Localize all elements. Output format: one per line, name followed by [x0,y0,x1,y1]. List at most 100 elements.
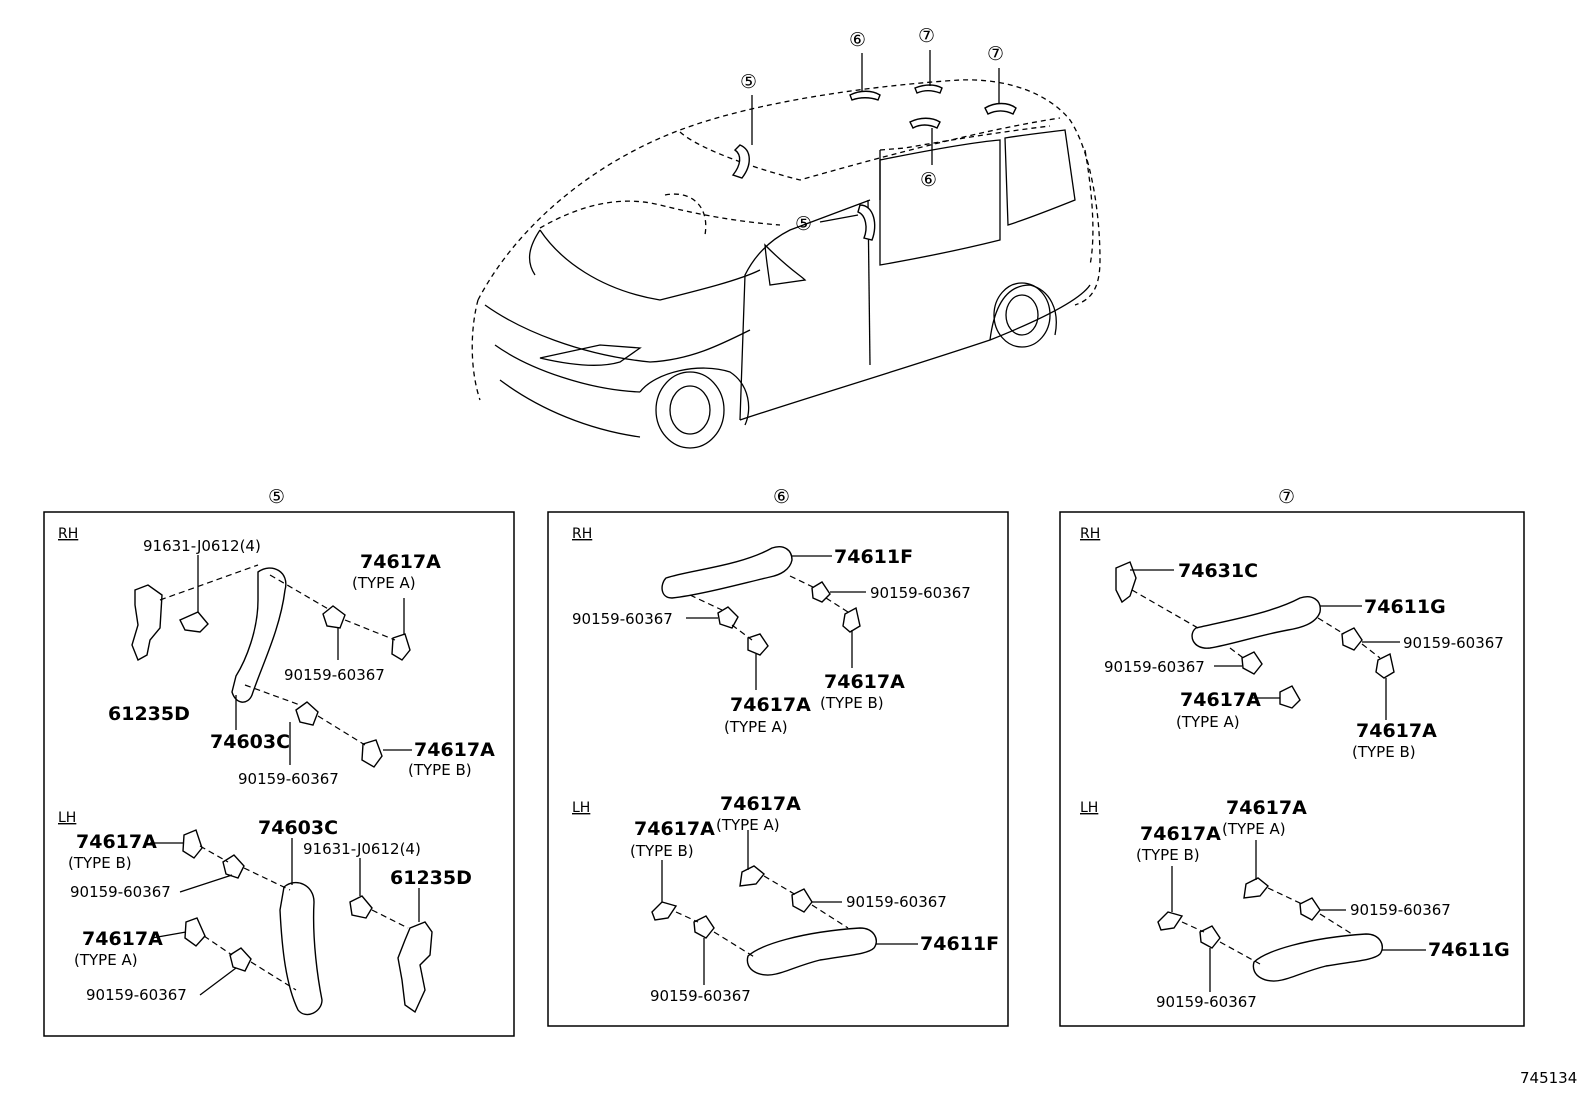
screw-7lh-right [1299,897,1321,921]
screw-6rh-left [717,606,739,629]
label-type-b-7rh: (TYPE B) [1352,743,1416,761]
grip-74611g-lh [1252,933,1384,982]
panel-5-title: ⑤ [268,486,285,508]
screw-7rh-right [1341,627,1363,651]
panel-5-lh-label: LH [58,810,76,826]
grip-74611g-rh [1191,596,1321,649]
label-74617a-rh-a: 74617A [360,551,441,573]
label-type-b-rh: (TYPE B) [408,761,472,779]
label-90159-6rh-left: 90159-60367 [572,610,673,628]
screw-lh-lower [229,947,252,972]
label-74617a-6lh-b: 74617A [634,818,715,840]
panel-7-rh-label: RH [1080,526,1100,542]
figure-number: 745134 [1520,1069,1577,1087]
panel-7-title: ⑦ [1278,486,1295,508]
label-74611f-lh: 74611F [920,933,999,955]
label-type-b-7lh: (TYPE B) [1136,846,1200,864]
screw-6lh-right [791,888,813,913]
panel-7-lh-label: LH [1080,800,1098,816]
callout-7-rear: ⑦ [987,43,1004,65]
label-type-a-6lh: (TYPE A) [716,816,780,834]
label-74603c-lh: 74603C [258,817,338,839]
cover-a-7rh [1279,685,1301,709]
cover-b-lh [182,829,203,859]
hook-74631c [1115,561,1137,604]
label-74617a-rh-b: 74617A [414,739,495,761]
cover-a-6lh [739,865,765,887]
cover-b-7lh [1157,911,1184,931]
screw-rh-upper [322,605,346,629]
label-74617a-7rh-b: 74617A [1356,720,1437,742]
panel-6-frame [547,511,1009,1027]
panel-6: ⑥ RH LH 74611F 90159-60367 90159-60367 7… [547,486,1009,1027]
label-74611g-rh: 74611G [1364,596,1446,618]
grip-74603c-rh [231,567,287,703]
panel-5-rh-label: RH [58,526,78,542]
label-90159-7lh-left: 90159-60367 [1156,993,1257,1011]
label-74603c-rh: 74603C [210,731,290,753]
callout-6-roof: ⑥ [849,29,866,51]
bolt-rh [179,611,209,633]
screw-6lh-left [693,915,715,939]
label-type-b-6lh: (TYPE B) [630,842,694,860]
label-type-a-7rh: (TYPE A) [1176,713,1240,731]
label-74617a-lh-a: 74617A [82,928,163,950]
label-90159-6lh-left: 90159-60367 [650,987,751,1005]
vehicle-illustration [471,50,1101,449]
label-61235d-rh: 61235D [108,703,190,725]
screw-lh-upper [222,854,245,879]
grip-74611f-rh [661,546,793,599]
label-74617a-7lh-b: 74617A [1140,823,1221,845]
grip-74603c-lh [279,882,323,1016]
label-type-a-6rh: (TYPE A) [724,718,788,736]
label-type-a-lh: (TYPE A) [74,951,138,969]
label-90159-7rh-left: 90159-60367 [1104,658,1205,676]
label-type-a-rh: (TYPE A) [352,574,416,592]
cover-b-7rh [1375,652,1395,679]
panel-7: ⑦ RH LH 74631C 74611G 90159-60367 90159-… [1059,486,1525,1027]
cover-a-lh [184,917,206,947]
callout-5-pillar: ⑤ [795,213,812,235]
cover-a-rh [391,633,411,661]
cover-a-7lh [1243,877,1269,899]
label-90159-6lh-right: 90159-60367 [846,893,947,911]
label-type-a-7lh: (TYPE A) [1222,820,1286,838]
label-74617a-7lh-a: 74617A [1226,797,1307,819]
label-91631-lh: 91631-J0612(4) [303,840,421,858]
panel-7-frame [1059,511,1525,1027]
label-74617a-7rh-a: 74617A [1180,689,1261,711]
label-74617a-6rh-b: 74617A [824,671,905,693]
label-90159-rh-lower: 90159-60367 [238,770,339,788]
panel-6-rh-label: RH [572,526,592,542]
cover-b-6lh [651,901,678,921]
label-90159-6rh-right: 90159-60367 [870,584,971,602]
screw-rh-lower [295,701,319,726]
bracket-61235d-rh [131,584,163,661]
cover-b-rh [361,739,383,768]
callout-7-mid: ⑦ [918,25,935,47]
label-61235d-lh: 61235D [390,867,472,889]
cover-b-6rh [842,606,861,633]
panel-6-lh-label: LH [572,800,590,816]
panel-5-frame [43,511,515,1037]
label-90159-rh-upper: 90159-60367 [284,666,385,684]
bracket-61235d-lh [397,921,433,1014]
screw-7rh-left [1241,651,1263,675]
label-74617a-lh-b: 74617A [76,831,157,853]
label-type-b-lh: (TYPE B) [68,854,132,872]
label-90159-lh-lower: 90159-60367 [86,986,187,1004]
label-74631c: 74631C [1178,560,1258,582]
bolt-lh [349,895,373,919]
callout-6-side: ⑥ [920,169,937,191]
label-type-b-6rh: (TYPE B) [820,694,884,712]
grip-74611f-lh [746,927,878,976]
label-90159-lh-upper: 90159-60367 [70,883,171,901]
label-91631-rh: 91631-J0612(4) [143,537,261,555]
label-74617a-6rh-a: 74617A [730,694,811,716]
label-90159-7lh-right: 90159-60367 [1350,901,1451,919]
label-74617a-6lh-a: 74617A [720,793,801,815]
callout-5-roof: ⑤ [740,71,757,93]
label-74611f-rh: 74611F [834,546,913,568]
cover-a-6rh [747,633,769,656]
